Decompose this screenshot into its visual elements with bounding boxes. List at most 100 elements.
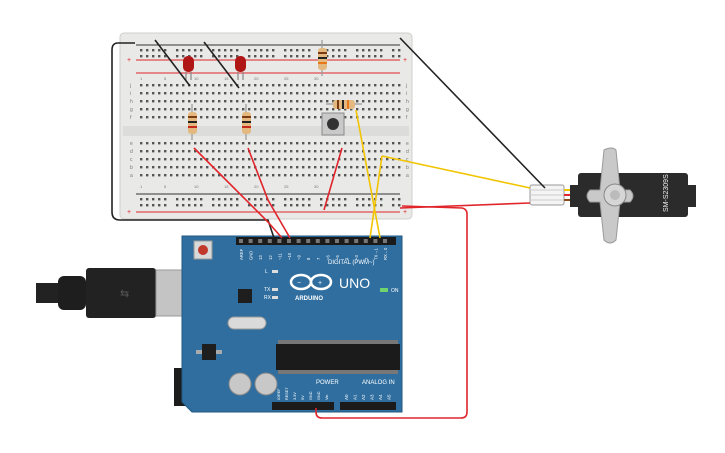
breadboard-hole — [254, 108, 257, 111]
breadboard-hole — [284, 55, 287, 58]
breadboard-hole — [224, 116, 227, 119]
led-1-ground-wire[interactable] — [154, 39, 191, 87]
column-number-20-bottom: 20 — [254, 184, 259, 189]
breadboard-hole — [194, 204, 197, 207]
breadboard-hole — [200, 100, 203, 103]
breadboard-hole — [290, 116, 293, 119]
breadboard-hole — [326, 100, 329, 103]
digital-pin[interactable] — [315, 239, 320, 243]
digital-pin[interactable] — [383, 239, 387, 243]
breadboard-hole — [200, 108, 203, 111]
breadboard-hole — [278, 158, 281, 161]
breadboard-hole — [224, 84, 227, 87]
reset-button[interactable] — [198, 245, 208, 255]
breadboard-hole — [170, 158, 173, 161]
resistor-2[interactable] — [242, 104, 251, 140]
breadboard-hole — [200, 174, 203, 177]
breadboard-hole — [314, 84, 317, 87]
breadboard-hole — [212, 92, 215, 95]
row-letter-f-right: f — [406, 115, 408, 121]
breadboard-hole — [380, 108, 383, 111]
button-power-wire[interactable] — [323, 147, 343, 211]
row-letter-h: h — [130, 99, 133, 105]
breadboard-hole — [374, 142, 377, 145]
breadboard-hole — [344, 166, 347, 169]
breadboard-hole — [230, 174, 233, 177]
breadboard-hole — [176, 108, 179, 111]
breadboard-hole — [236, 198, 239, 201]
breadboard-hole — [296, 198, 299, 201]
led-2-ground-wire[interactable] — [203, 41, 240, 89]
led-2-signal-wire[interactable] — [247, 147, 291, 239]
pushbutton[interactable] — [321, 112, 345, 136]
breadboard-hole — [248, 92, 251, 95]
breadboard-hole — [362, 92, 365, 95]
breadboard-hole — [236, 116, 239, 119]
breadboard-hole — [290, 204, 293, 207]
digital-pin[interactable] — [296, 239, 301, 243]
breadboard-hole — [260, 158, 263, 161]
usb-cable-end — [36, 283, 58, 303]
breadboard-hole — [230, 198, 233, 201]
servo-signal-wire-top[interactable] — [381, 155, 531, 189]
breadboard-hole — [308, 158, 311, 161]
breadboard-hole — [272, 55, 275, 58]
breadboard-hole — [392, 174, 395, 177]
breadboard-hole — [224, 166, 227, 169]
led-1[interactable] — [183, 56, 194, 80]
tx-label: TX — [264, 287, 271, 293]
breadboard-hole — [236, 166, 239, 169]
digital-pin[interactable] — [267, 239, 272, 243]
digital-pin[interactable] — [344, 239, 349, 243]
breadboard-hole — [254, 100, 257, 103]
breadboard-hole — [380, 100, 383, 103]
row-letter-b-right: b — [406, 165, 409, 171]
breadboard-hole — [260, 49, 263, 52]
digital-pin[interactable] — [325, 239, 330, 243]
digital-pin[interactable] — [363, 239, 368, 243]
breadboard-hole — [290, 84, 293, 87]
breadboard-hole — [224, 108, 227, 111]
digital-pin[interactable] — [277, 239, 282, 243]
button-signal-wire[interactable] — [355, 109, 381, 239]
breadboard-hole — [338, 166, 341, 169]
digital-pin[interactable] — [335, 239, 339, 243]
breadboard-hole — [338, 84, 341, 87]
breadboard-hole — [332, 174, 335, 177]
breadboard-hole — [278, 166, 281, 169]
digital-pin[interactable] — [258, 239, 263, 243]
svg-text:+: + — [318, 280, 322, 287]
breadboard-hole — [212, 204, 215, 207]
servo-ground-wire[interactable] — [399, 37, 546, 189]
breadboard-hole — [272, 49, 275, 52]
resistor-1[interactable] — [188, 104, 197, 140]
breadboard-hole — [140, 84, 143, 87]
digital-pin[interactable] — [287, 239, 291, 243]
digital-pin[interactable] — [306, 239, 311, 243]
breadboard-hole — [392, 108, 395, 111]
digital-pin[interactable] — [239, 239, 243, 243]
breadboard-hole — [356, 84, 359, 87]
resistor-4[interactable] — [326, 100, 362, 109]
breadboard-hole — [326, 166, 329, 169]
breadboard-hole — [308, 55, 311, 58]
pin-label-13: 13 — [258, 255, 263, 260]
breadboard-hole — [272, 158, 275, 161]
led-1-signal-wire[interactable] — [193, 147, 283, 239]
digital-pin[interactable] — [248, 239, 253, 243]
breadboard-hole — [290, 108, 293, 111]
servo-signal-wire[interactable] — [369, 155, 383, 239]
breadboard-hole — [338, 142, 341, 145]
led-2[interactable] — [235, 56, 246, 80]
breadboard-hole — [350, 116, 353, 119]
5v-power-wire[interactable] — [315, 205, 468, 419]
digital-pin[interactable] — [373, 239, 378, 243]
breadboard-hole — [158, 174, 161, 177]
resistor-3[interactable] — [318, 40, 327, 76]
breadboard-hole — [284, 204, 287, 207]
servo-motor[interactable]: SM-S2309S — [529, 147, 696, 244]
digital-pin[interactable] — [354, 239, 359, 243]
ground-loop-wire[interactable] — [111, 42, 275, 239]
breadboard-hole — [254, 174, 257, 177]
